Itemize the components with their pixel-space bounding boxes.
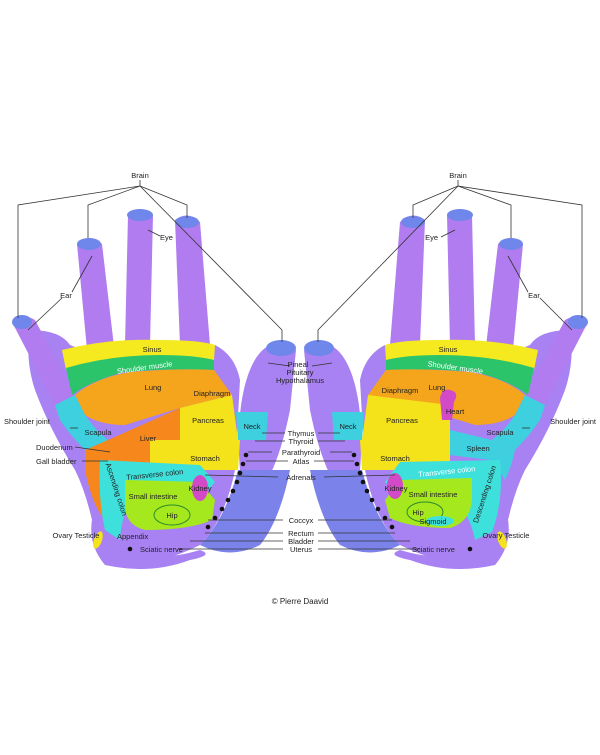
left-lung-zone — [75, 369, 232, 425]
label-stomach-right: Stomach — [380, 454, 410, 463]
label-duodenum: Duodenum — [36, 443, 73, 452]
label-hip-left: Hip — [166, 511, 177, 520]
label-coccyx: Coccyx — [289, 516, 314, 525]
left-spine-dots — [205, 452, 249, 530]
label-hypothalamus: Hypothalamus — [276, 376, 324, 385]
left-wrist — [91, 520, 206, 569]
label-kidney-right: Kidney — [385, 484, 408, 493]
left-thumb — [238, 343, 296, 475]
label-ear-left: Ear — [60, 291, 72, 300]
leader-lines — [17, 180, 583, 550]
left-shoulder-muscle-zone — [66, 355, 214, 395]
left-ovary-zone — [93, 531, 103, 549]
left-ring-finger — [77, 238, 115, 360]
left-scapula-zone — [55, 395, 108, 450]
label-atlas: Atlas — [293, 457, 310, 466]
left-sinus-zone — [62, 339, 215, 370]
left-hand — [12, 209, 296, 569]
label-neck-right: Neck — [339, 422, 356, 431]
left-stomach-zone — [150, 440, 240, 470]
left-thumb-tip — [266, 340, 296, 356]
label-hip-right: Hip — [412, 508, 423, 517]
label-pancreas-left: Pancreas — [192, 416, 224, 425]
left-kidney-zone — [192, 475, 208, 501]
label-pituitary: Pituitary — [286, 368, 313, 377]
label-lung-left: Lung — [145, 383, 162, 392]
label-diaphragm-left: Diaphragm — [194, 389, 231, 398]
label-adrenals: Adrenals — [286, 473, 316, 482]
label-scapula-left: Scapula — [84, 428, 112, 437]
left-middle-finger — [125, 209, 153, 345]
label-thymus: Thymus — [288, 429, 315, 438]
label-small-intestine-right: Small intestine — [409, 490, 458, 499]
label-parathyroid: Parathyroid — [282, 448, 320, 457]
left-pinky — [12, 316, 75, 405]
left-index-finger — [175, 215, 210, 345]
left-pancreas-zone — [180, 395, 238, 440]
label-heart: Heart — [446, 407, 465, 416]
label-ovary-testicle-left: Ovary Testicle — [53, 531, 100, 540]
label-neck-left: Neck — [243, 422, 260, 431]
label-eye-right: Eye — [425, 233, 438, 242]
label-pancreas-right: Pancreas — [386, 416, 418, 425]
right-hand — [304, 209, 588, 569]
label-sinus-left: Sinus — [143, 345, 162, 354]
label-lung-right: Lung — [429, 383, 446, 392]
label-stomach-left: Stomach — [190, 454, 220, 463]
label-pineal: Pineal — [288, 360, 309, 369]
label-rectum: Rectum — [288, 529, 314, 538]
label-small-intestine-left: Small intestine — [129, 492, 178, 501]
left-hip-zone — [153, 504, 191, 526]
label-brain-right: Brain — [449, 171, 467, 180]
left-middle-tip — [127, 209, 153, 221]
label-spleen: Spleen — [466, 444, 489, 453]
label-bladder: Bladder — [288, 537, 314, 546]
label-sinus-right: Sinus — [439, 345, 458, 354]
label-shoulder-joint-right: Shoulder joint — [550, 417, 597, 426]
left-ring-tip — [77, 238, 101, 250]
label-shoulder-joint-left: Shoulder joint — [4, 417, 51, 426]
label-sciatic-nerve-right: Sciatic nerve — [412, 545, 455, 554]
label-ear-right: Ear — [528, 291, 540, 300]
label-thyroid: Thyroid — [288, 437, 313, 446]
label-sciatic-nerve-left: Sciatic nerve — [140, 545, 183, 554]
left-sciatic-dot — [127, 546, 133, 552]
left-neck-zone — [236, 412, 268, 440]
left-thumb-base-zone — [200, 470, 290, 553]
label-brain-left: Brain — [131, 171, 149, 180]
left-pinky-tip — [12, 315, 32, 329]
label-uterus: Uterus — [290, 545, 312, 554]
label-scapula-right: Scapula — [486, 428, 514, 437]
label-ovary-testicle-right: Ovary Testicle — [483, 531, 530, 540]
label-eye-left: Eye — [160, 233, 173, 242]
label-liver: Liver — [140, 434, 157, 443]
copyright-notice: © Pierre Daavid — [271, 597, 329, 606]
label-gall-bladder: Gall bladder — [36, 457, 77, 466]
label-kidney-left: Kidney — [189, 484, 212, 493]
label-sigmoid: Sigmoid — [419, 517, 446, 526]
left-index-tip — [175, 216, 199, 228]
label-diaphragm-right: Diaphragm — [382, 386, 419, 395]
label-appendix: Appendix — [117, 532, 149, 541]
left-colon-zone — [99, 460, 215, 540]
